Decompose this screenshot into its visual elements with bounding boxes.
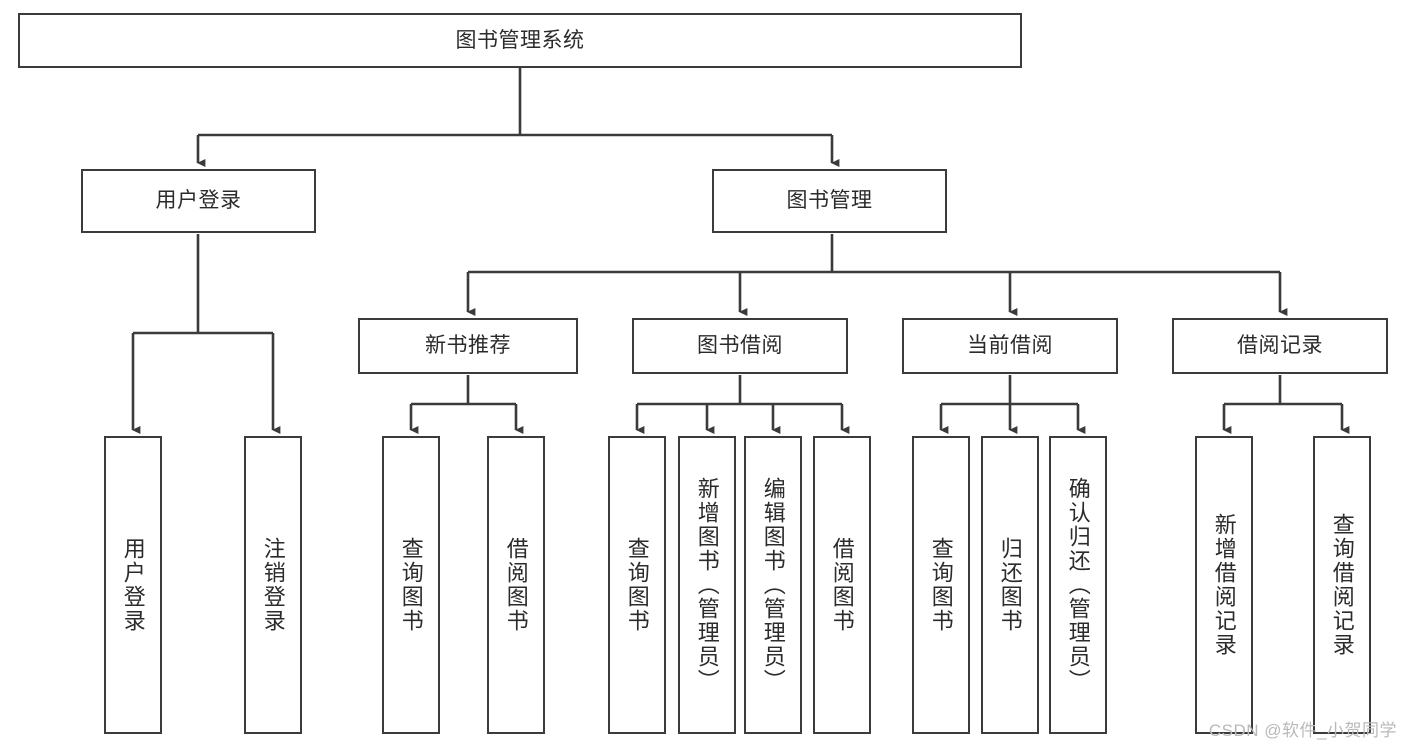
- node-new-book-recommend[interactable]: 新书推荐: [358, 318, 578, 374]
- leaf-bb-edit-book-label: 编辑图书（管理员）: [760, 477, 786, 693]
- leaf-bb-edit-book[interactable]: 编辑图书（管理员）: [744, 436, 802, 734]
- leaf-cb-confirm-return[interactable]: 确认归还（管理员）: [1049, 436, 1107, 734]
- watermark-text: CSDN @软件_小贺同学: [1208, 721, 1397, 740]
- node-user-login-label: 用户登录: [155, 189, 242, 213]
- leaf-logout-label: 注销登录: [260, 537, 286, 633]
- leaf-br-add-record-label: 新增借阅记录: [1211, 513, 1237, 657]
- node-current-borrow[interactable]: 当前借阅: [902, 318, 1118, 374]
- leaf-bb-query-book-label: 查询图书: [624, 537, 650, 633]
- leaf-logout[interactable]: 注销登录: [244, 436, 302, 734]
- leaf-cb-confirm-return-label: 确认归还（管理员）: [1065, 477, 1091, 693]
- node-new-book-recommend-label: 新书推荐: [425, 334, 511, 358]
- leaf-bb-add-book[interactable]: 新增图书（管理员）: [678, 436, 736, 734]
- leaf-bb-borrow-book-label: 借阅图书: [829, 537, 855, 633]
- leaf-cb-return-book[interactable]: 归还图书: [981, 436, 1039, 734]
- leaf-cb-return-book-label: 归还图书: [997, 537, 1023, 633]
- node-current-borrow-label: 当前借阅: [967, 334, 1053, 358]
- node-root-system-label: 图书管理系统: [455, 28, 585, 52]
- node-book-borrow-label: 图书借阅: [697, 334, 783, 358]
- node-book-borrow[interactable]: 图书借阅: [632, 318, 848, 374]
- leaf-user-login[interactable]: 用户登录: [104, 436, 162, 734]
- node-user-login[interactable]: 用户登录: [81, 169, 316, 233]
- leaf-nb-borrow-book-label: 借阅图书: [503, 537, 529, 633]
- leaf-bb-add-book-label: 新增图书（管理员）: [694, 477, 720, 693]
- leaf-cb-query-book[interactable]: 查询图书: [912, 436, 970, 734]
- leaf-nb-query-book[interactable]: 查询图书: [382, 436, 440, 734]
- leaf-user-login-label: 用户登录: [120, 537, 146, 633]
- leaf-br-query-record[interactable]: 查询借阅记录: [1313, 436, 1371, 734]
- node-book-management[interactable]: 图书管理: [712, 169, 947, 233]
- node-book-management-label: 图书管理: [786, 189, 873, 213]
- leaf-bb-borrow-book[interactable]: 借阅图书: [813, 436, 871, 734]
- leaf-bb-query-book[interactable]: 查询图书: [608, 436, 666, 734]
- node-borrow-record-label: 借阅记录: [1237, 334, 1323, 358]
- leaf-br-query-record-label: 查询借阅记录: [1329, 513, 1355, 657]
- leaf-cb-query-book-label: 查询图书: [928, 537, 954, 633]
- leaf-nb-query-book-label: 查询图书: [398, 537, 424, 633]
- leaf-br-add-record[interactable]: 新增借阅记录: [1195, 436, 1253, 734]
- leaf-nb-borrow-book[interactable]: 借阅图书: [487, 436, 545, 734]
- node-root-system[interactable]: 图书管理系统: [18, 13, 1022, 68]
- node-borrow-record[interactable]: 借阅记录: [1172, 318, 1388, 374]
